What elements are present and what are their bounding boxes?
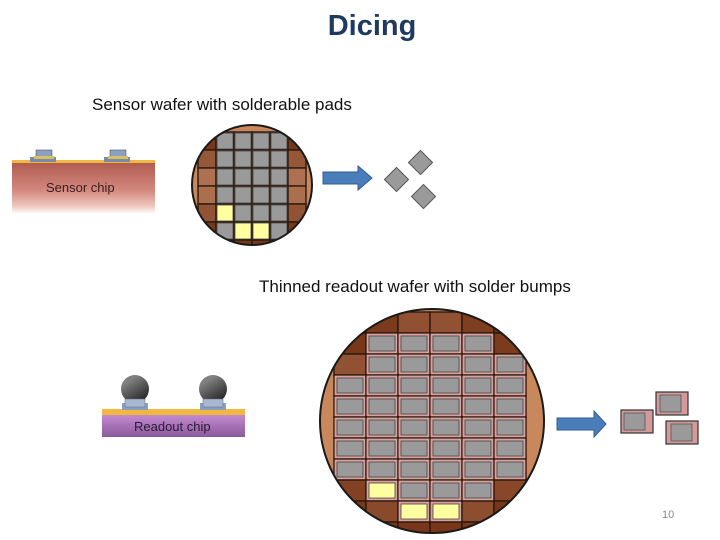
good-die [252, 222, 270, 240]
die [400, 461, 428, 478]
die [336, 419, 364, 436]
readout-chip-body [102, 415, 245, 437]
die [496, 440, 524, 457]
die [252, 168, 270, 186]
slide-title: Dicing [327, 10, 417, 42]
readout-chip-diagram: Readout chip [102, 375, 245, 437]
die [496, 419, 524, 436]
die [464, 335, 492, 352]
die [368, 419, 396, 436]
diced-sensor-die [410, 183, 437, 210]
die [234, 168, 252, 186]
sensor-pad-right [104, 149, 130, 162]
sensor-chip-body [12, 162, 155, 214]
die [336, 461, 364, 478]
die [336, 398, 364, 415]
die [252, 204, 270, 222]
solder-bump-left [121, 375, 149, 410]
readout-wafer-caption: Thinned readout wafer with solder bumps [259, 277, 571, 296]
die [270, 168, 288, 186]
dicing-arrow-readout [556, 409, 607, 439]
die [234, 132, 252, 150]
die [216, 168, 234, 186]
wafer-cell [233, 239, 253, 245]
die [432, 398, 460, 415]
die [432, 335, 460, 352]
die [464, 440, 492, 457]
die [464, 377, 492, 394]
die [270, 150, 288, 168]
die [368, 335, 396, 352]
die [368, 377, 396, 394]
die [400, 440, 428, 457]
die [400, 377, 428, 394]
die [270, 204, 288, 222]
die [234, 204, 252, 222]
die [432, 356, 460, 373]
die [252, 150, 270, 168]
sensor-passivation [12, 160, 155, 163]
die [464, 482, 492, 499]
sensor-chip-label: Sensor chip [46, 180, 115, 195]
dicing-arrow-sensor [322, 164, 373, 192]
die [216, 186, 234, 204]
die [234, 150, 252, 168]
sensor-wafer-caption: Sensor wafer with solderable pads [92, 95, 352, 114]
die [368, 398, 396, 415]
die [432, 440, 460, 457]
die [368, 440, 396, 457]
die [496, 461, 524, 478]
readout-chip-label: Readout chip [134, 419, 211, 434]
die [270, 132, 288, 150]
die [400, 482, 428, 499]
die [336, 377, 364, 394]
good-die [432, 503, 460, 520]
die [252, 132, 270, 150]
solder-bump-right [199, 375, 227, 410]
sensor-chip-diagram: Sensor chip [12, 149, 155, 214]
good-die [400, 503, 428, 520]
die [400, 356, 428, 373]
die [336, 440, 364, 457]
die [216, 150, 234, 168]
die [368, 356, 396, 373]
sensor-pad-left [30, 149, 56, 162]
die [400, 335, 428, 352]
page-number: 10 [662, 509, 675, 521]
diced-readout-die [620, 409, 654, 434]
die [368, 461, 396, 478]
die [464, 398, 492, 415]
wafer-cell [251, 239, 271, 245]
good-die [216, 204, 234, 222]
die [432, 461, 460, 478]
die [496, 356, 524, 373]
good-die [234, 222, 252, 240]
die [432, 377, 460, 394]
die [464, 461, 492, 478]
die [432, 482, 460, 499]
good-die [368, 482, 396, 499]
die [464, 419, 492, 436]
die [234, 186, 252, 204]
diced-readout-die [655, 391, 689, 416]
readout-passivation [102, 409, 245, 415]
die [400, 398, 428, 415]
die [496, 377, 524, 394]
die [252, 186, 270, 204]
diced-sensor-die [407, 149, 434, 176]
diced-sensor-die [383, 166, 410, 193]
diced-readout-die [665, 420, 699, 445]
die [496, 398, 524, 415]
die [432, 419, 460, 436]
die [270, 186, 288, 204]
die [400, 419, 428, 436]
die [464, 356, 492, 373]
die [216, 132, 234, 150]
